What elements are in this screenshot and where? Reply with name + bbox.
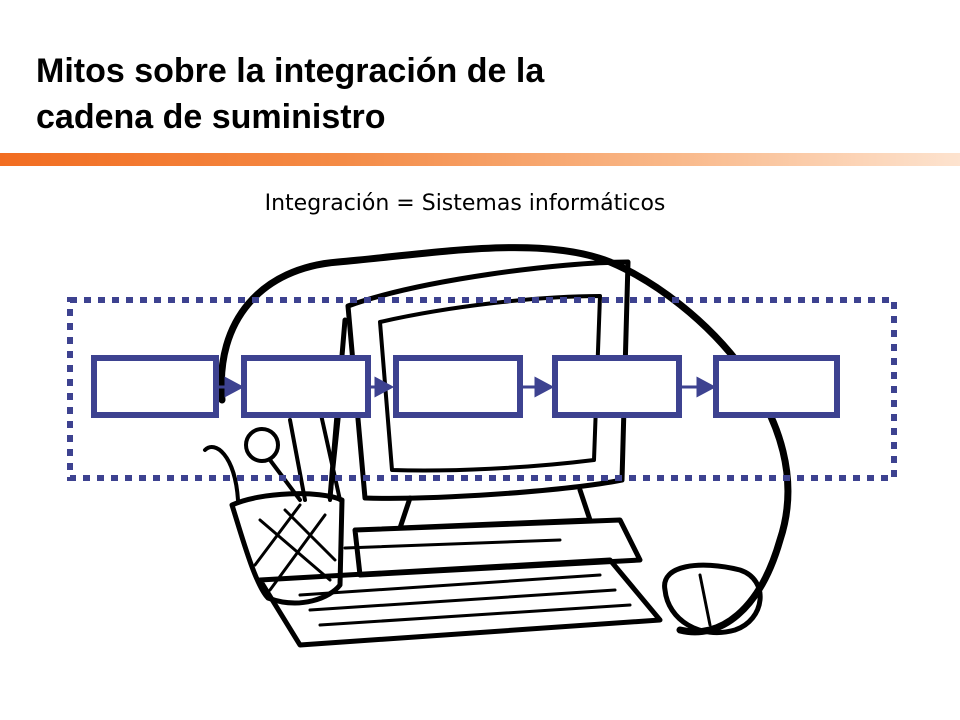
arrow-box-3-to-box-4 xyxy=(520,376,555,398)
chain-box-1 xyxy=(91,355,219,418)
title-line-1: Mitos sobre la integración de la xyxy=(36,52,545,90)
chain-box-2 xyxy=(241,355,371,418)
computer-illustration xyxy=(203,244,792,648)
integration-boundary xyxy=(67,297,897,481)
subtitle-equation: Integración = Sistemas informáticos xyxy=(264,191,666,216)
chain-box-4 xyxy=(552,355,682,418)
chain-box-5 xyxy=(713,355,840,418)
title-underline-bar xyxy=(0,153,960,166)
arrow-box-4-to-box-5 xyxy=(679,376,717,398)
chain-box-3 xyxy=(393,355,523,418)
title-line-2: cadena de suministro xyxy=(36,98,386,136)
slide-title: Mitos sobre la integración de la cadena … xyxy=(36,48,916,140)
